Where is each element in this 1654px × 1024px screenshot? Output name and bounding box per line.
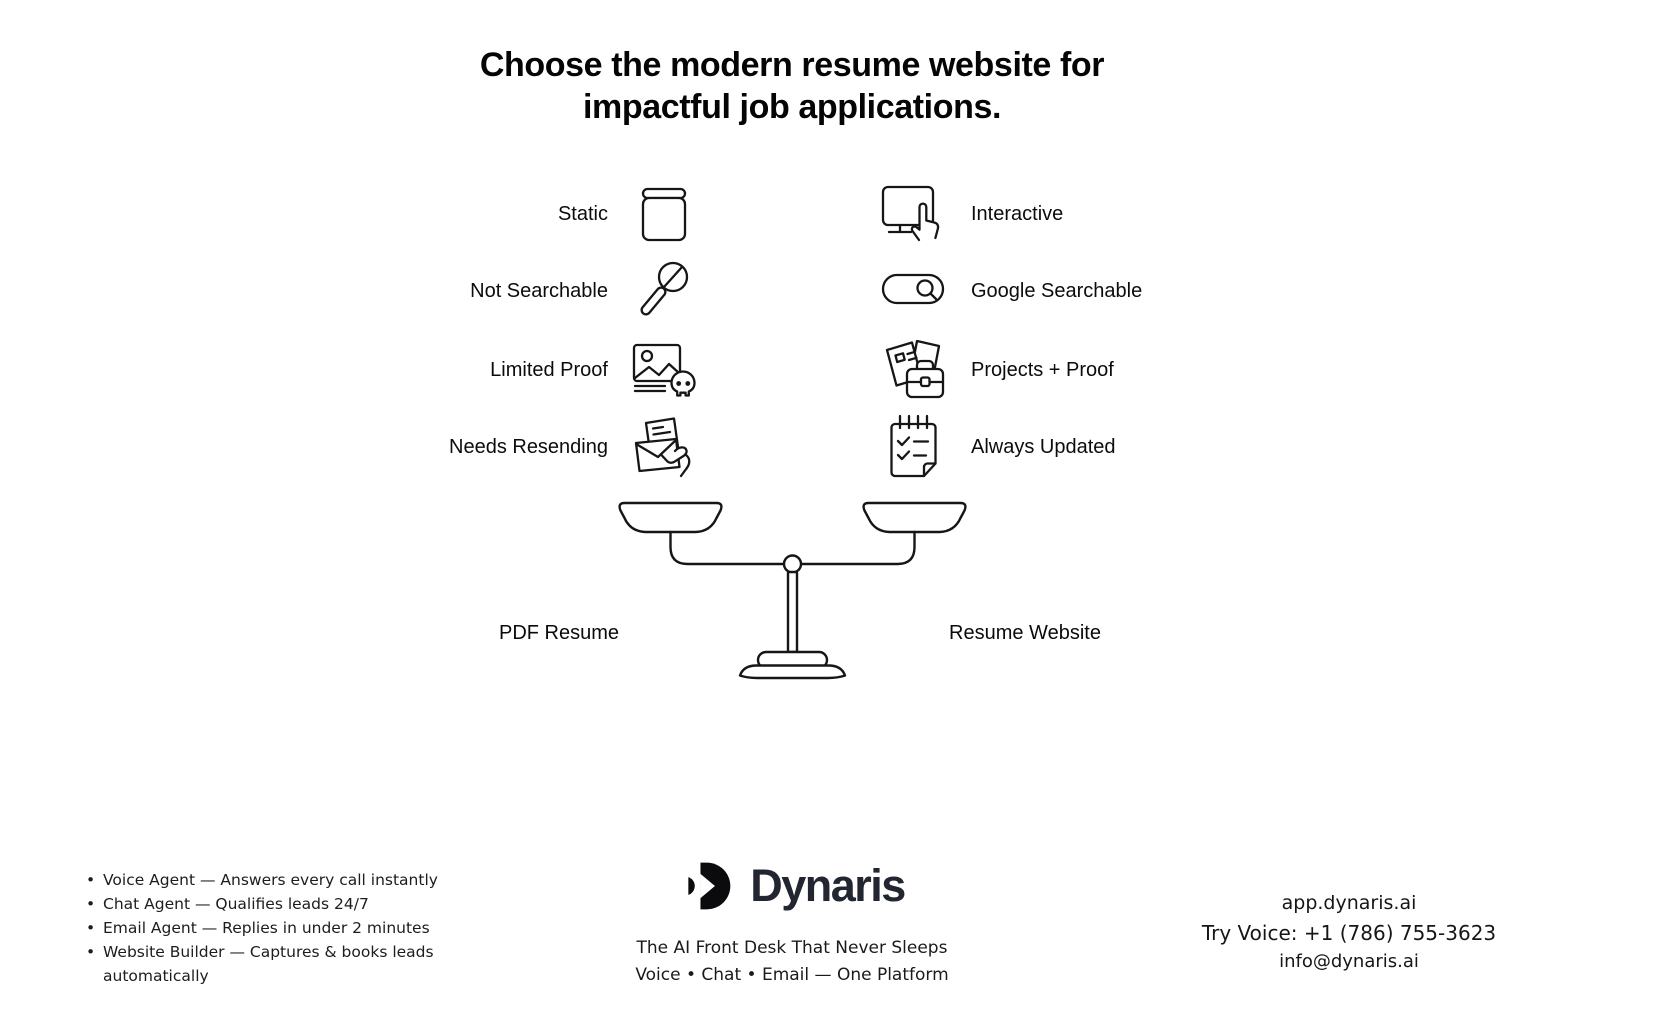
right-label-google-searchable: Google Searchable [971, 279, 1143, 302]
right-row-interactive: Interactive [875, 176, 1063, 252]
brand-name: Dynaris [750, 860, 906, 911]
search-bar-icon [881, 273, 945, 305]
dynaris-logo-icon [688, 862, 731, 910]
page-title: Choose the modern resume website for imp… [412, 44, 1172, 128]
feature-chat-agent: Chat Agent — Qualifies leads 24/7 [84, 892, 508, 916]
envelope-hand-icon [634, 417, 691, 478]
feature-email-agent: Email Agent — Replies in under 2 minutes [84, 916, 508, 940]
left-row-needs-resending: Needs Resending [449, 409, 702, 485]
brand-tagline-secondary: Voice • Chat • Email — One Platform [635, 965, 949, 985]
contact-voice-phone: Try Voice: +1 (786) 755-3623 [1201, 921, 1497, 945]
brand-block: Dynaris The AI Front Desk That Never Sle… [572, 858, 1012, 985]
image-skull-icon [632, 343, 696, 397]
right-row-google-searchable: Google Searchable [875, 253, 1142, 329]
feature-website-builder: Website Builder — Captures & books leads… [84, 940, 508, 988]
left-label-limited-proof: Limited Proof [490, 358, 608, 381]
balance-scale-icon [612, 500, 972, 680]
left-label-not-searchable: Not Searchable [470, 279, 608, 302]
right-row-always-updated: Always Updated [875, 409, 1116, 485]
no-search-icon [640, 261, 689, 316]
page-title-line2: impactful job applications. [582, 88, 1002, 126]
papers-briefcase-icon [885, 339, 945, 399]
contact-block: app.dynaris.ai Try Voice: +1 (786) 755-3… [1154, 892, 1544, 972]
book-icon [641, 187, 687, 242]
left-label-needs-resending: Needs Resending [449, 435, 608, 458]
balance-scale-drawing [618, 501, 967, 680]
right-label-projects-proof: Projects + Proof [971, 358, 1114, 381]
contact-email: info@dynaris.ai [1279, 951, 1419, 972]
resume-website-label: Resume Website [949, 622, 1101, 644]
left-row-not-searchable: Not Searchable [470, 253, 702, 329]
feature-list: Voice Agent — Answers every call instant… [84, 868, 508, 988]
left-label-static: Static [557, 202, 608, 225]
left-row-limited-proof: Limited Proof [490, 332, 702, 408]
feature-voice-agent: Voice Agent — Answers every call instant… [84, 868, 508, 892]
right-row-projects-proof: Projects + Proof [875, 332, 1114, 408]
contact-website: app.dynaris.ai [1281, 892, 1417, 914]
brand-tagline-primary: The AI Front Desk That Never Sleeps [636, 938, 948, 958]
left-row-static: Static [558, 176, 702, 252]
brand-logo-row: Dynaris [572, 858, 1012, 914]
right-label-always-updated: Always Updated [971, 435, 1116, 458]
monitor-touch-icon [881, 185, 940, 242]
right-label-interactive: Interactive [971, 202, 1064, 225]
pdf-resume-label: PDF Resume [498, 622, 620, 644]
page-title-line1: Choose the modern resume website for [479, 46, 1105, 84]
checklist-icon [890, 414, 937, 478]
